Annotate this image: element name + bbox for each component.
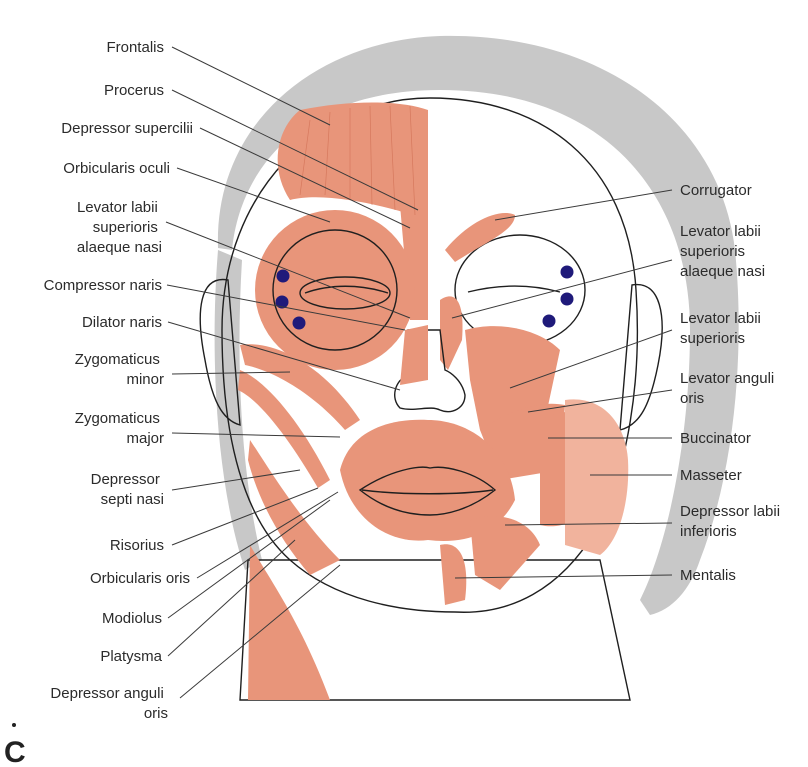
ear-right bbox=[620, 285, 662, 430]
mentalis-muscle bbox=[440, 544, 466, 605]
labels-right: Corrugator Levator labii superioris alae… bbox=[680, 182, 784, 584]
label-compressor-naris: Compressor naris bbox=[44, 277, 162, 294]
label-orbicularis-oculi: Orbicularis oculi bbox=[63, 160, 170, 177]
label-frontalis: Frontalis bbox=[106, 39, 164, 56]
injection-point bbox=[561, 293, 574, 306]
masseter-muscle bbox=[565, 399, 628, 555]
label-procerus: Procerus bbox=[104, 82, 164, 99]
nasalis-muscle bbox=[400, 325, 428, 385]
labels-left: Frontalis Procerus Depressor supercilii … bbox=[44, 39, 193, 722]
label-depressor-anguli-oris: Depressor anguli oris bbox=[50, 685, 168, 722]
injection-point bbox=[277, 270, 290, 283]
figure-label: C bbox=[4, 736, 26, 767]
label-orbicularis-oris: Orbicularis oris bbox=[90, 570, 190, 587]
depressor-labii-muscle bbox=[470, 516, 540, 590]
depressor-anguli-oris-muscle bbox=[248, 440, 340, 575]
label-zygomaticus-major: Zygomaticus major bbox=[75, 410, 164, 447]
label-zygomaticus-minor: Zygomaticus minor bbox=[75, 351, 164, 388]
label-masseter: Masseter bbox=[680, 467, 742, 484]
orbicularis-oris-muscle bbox=[340, 420, 428, 541]
label-levator-labii-alaeque-right: Levator labii superioris alaeque nasi bbox=[680, 223, 765, 280]
corrugator-muscle bbox=[445, 213, 515, 262]
label-platysma: Platysma bbox=[100, 648, 162, 665]
label-buccinator: Buccinator bbox=[680, 430, 751, 447]
figure-label-dot bbox=[12, 723, 16, 727]
label-modiolus: Modiolus bbox=[102, 610, 162, 627]
orbicularis-oculi-muscle bbox=[255, 210, 415, 370]
label-dilator-naris: Dilator naris bbox=[82, 314, 162, 331]
injection-point bbox=[543, 315, 556, 328]
injection-point bbox=[561, 266, 574, 279]
label-mentalis: Mentalis bbox=[680, 567, 736, 584]
label-corrugator: Corrugator bbox=[680, 182, 752, 199]
label-depressor-septi-nasi: Depressor septi nasi bbox=[91, 471, 164, 508]
label-levator-labii-alaeque-left: Levator labii superioris alaeque nasi bbox=[77, 199, 162, 256]
injection-point bbox=[293, 317, 306, 330]
frontalis-muscle bbox=[278, 103, 428, 221]
label-risorius: Risorius bbox=[110, 537, 164, 554]
label-depressor-supercilii: Depressor supercilii bbox=[61, 120, 193, 137]
